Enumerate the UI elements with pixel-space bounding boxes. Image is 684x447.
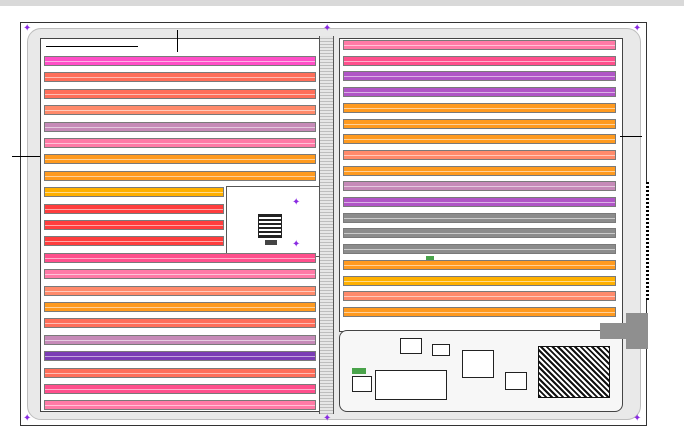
green-area <box>352 368 366 374</box>
panel-row <box>343 40 616 50</box>
guard-house <box>352 376 372 392</box>
storage-room <box>432 344 450 356</box>
panel-row <box>343 102 616 113</box>
panel-row <box>44 252 316 263</box>
inverter-pad <box>265 240 277 245</box>
panel-row <box>44 367 316 378</box>
panel-row <box>343 149 616 160</box>
entrance-gate <box>626 313 648 349</box>
panel-row <box>44 88 316 99</box>
panel-row <box>44 269 316 280</box>
panel-row <box>44 121 316 132</box>
panel-row <box>44 154 316 165</box>
panel-row <box>343 71 616 82</box>
panel-row <box>44 72 316 83</box>
corner-marker-icon: ✦ <box>633 23 642 34</box>
panel-row <box>44 400 316 411</box>
dimension-tick <box>177 30 178 52</box>
inverter-marker-icon-2: ✦ <box>292 239 301 250</box>
panel-row <box>343 228 616 239</box>
panel-row <box>343 55 616 66</box>
panel-row <box>44 302 316 312</box>
panel-row <box>44 318 316 329</box>
panel-row <box>343 259 616 270</box>
panel-row <box>44 351 316 362</box>
panel-row <box>343 165 616 176</box>
north-arrow-bar <box>646 182 649 300</box>
panel-row <box>44 236 224 247</box>
panel-row <box>343 275 616 286</box>
panel-row <box>343 134 616 145</box>
panel-row <box>343 212 616 223</box>
corner-marker-icon: ✦ <box>23 413 32 424</box>
central-access-road <box>319 36 334 414</box>
dimension-line <box>46 46 138 47</box>
panel-row <box>343 291 616 302</box>
corner-marker-icon: ✦ <box>23 23 32 34</box>
auxiliary-room <box>505 372 527 390</box>
green-area-small <box>426 256 434 260</box>
dimension-line <box>620 136 642 137</box>
panel-row <box>44 220 224 230</box>
panel-row <box>343 244 616 255</box>
panel-row <box>44 138 316 148</box>
panel-row <box>44 187 224 198</box>
control-building <box>462 350 494 378</box>
inverter-station <box>258 214 282 238</box>
panel-row <box>44 170 316 181</box>
window-top-bar <box>0 0 684 6</box>
panel-row <box>343 306 616 317</box>
panel-row <box>44 203 224 214</box>
inverter-marker-icon: ✦ <box>292 197 301 208</box>
panel-row <box>44 105 316 116</box>
panel-row <box>44 334 316 345</box>
equipment-room <box>400 338 422 354</box>
panel-row <box>44 56 316 66</box>
panel-row <box>343 87 616 98</box>
corner-marker-icon: ✦ <box>323 23 332 34</box>
corner-marker-icon: ✦ <box>323 413 332 424</box>
panel-row <box>343 181 616 192</box>
panel-row <box>343 197 616 207</box>
corner-marker-icon: ✦ <box>633 413 642 424</box>
panel-row <box>44 384 316 394</box>
panel-row <box>343 118 616 129</box>
panel-row <box>44 285 316 296</box>
substation-transformer-block <box>538 346 610 398</box>
dimension-line <box>12 156 40 157</box>
switchgear-building <box>375 370 447 400</box>
